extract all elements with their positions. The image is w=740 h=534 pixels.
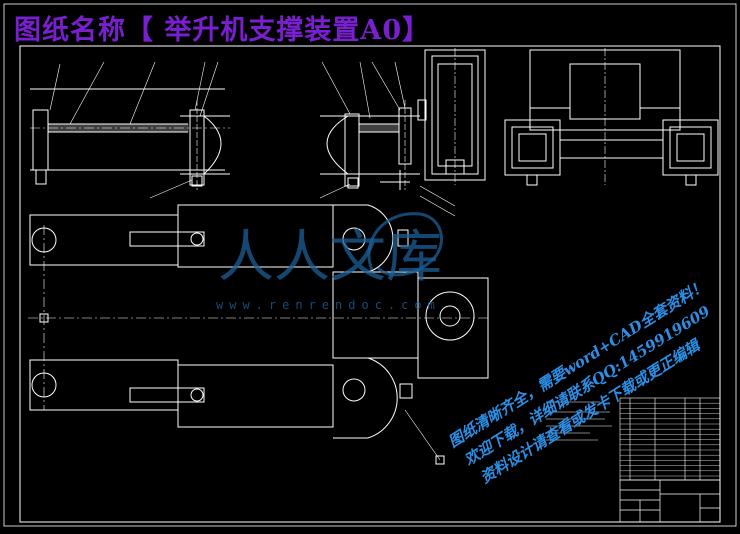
watermark-brand: 人人文库	[218, 225, 442, 290]
parts-table-rows	[620, 403, 720, 477]
end-view	[504, 48, 719, 186]
plan-view	[28, 204, 490, 465]
parts-table	[619, 397, 721, 481]
title-block	[619, 479, 721, 523]
side-view	[417, 48, 486, 185]
watermark-url: www.renrendoc.com	[216, 298, 441, 312]
inner-frame	[19, 45, 721, 523]
tech-notes	[546, 401, 612, 441]
section-view-top	[30, 61, 456, 217]
drawing-title: 图纸名称【 举升机支撑装置A0】	[14, 15, 431, 46]
watermark-logo	[367, 212, 443, 277]
outer-frame	[3, 3, 737, 527]
